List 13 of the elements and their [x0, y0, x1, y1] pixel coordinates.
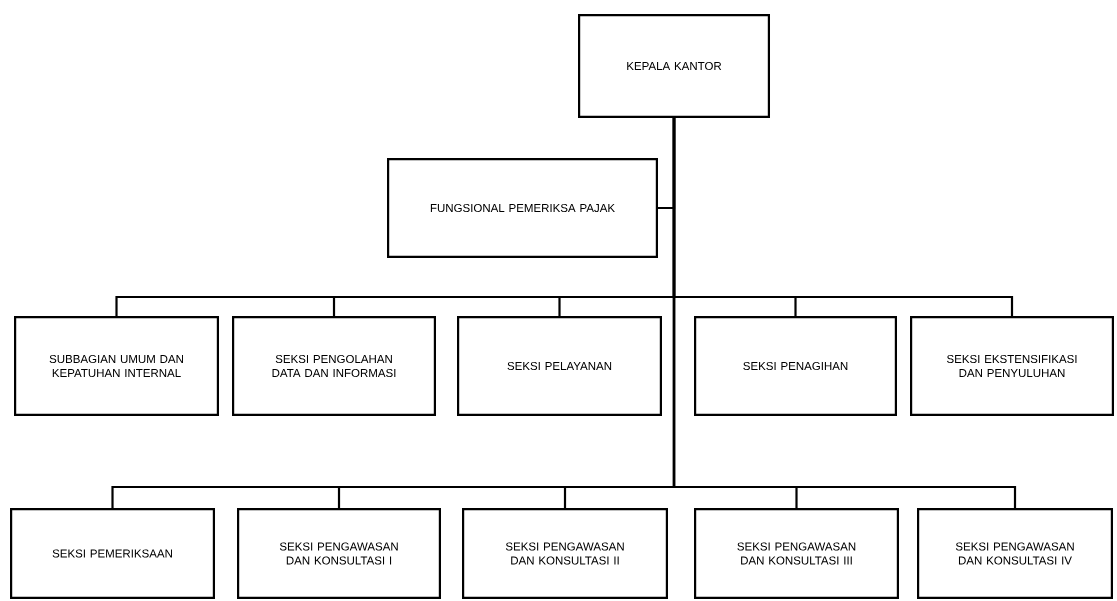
org-box: SEKSI PENGAWASAN DAN KONSULTASI I: [237, 508, 441, 599]
connector-line: [672, 118, 1017, 508]
org-box: FUNGSIONAL PEMERIKSA PAJAK: [387, 158, 658, 258]
org-box: SEKSI PENGAWASAN DAN KONSULTASI II: [462, 508, 668, 599]
org-box: SEKSI PENGAWASAN DAN KONSULTASI III: [694, 508, 899, 599]
org-box: SEKSI PEMERIKSAAN: [10, 508, 215, 599]
org-box: SEKSI PENAGIHAN: [694, 316, 897, 416]
org-box: SEKSI PELAYANAN: [457, 316, 662, 416]
org-box: SEKSI EKSTENSIFIKASI DAN PENYULUHAN: [910, 316, 1114, 416]
org-box: KEPALA KANTOR: [578, 14, 770, 118]
org-box: SEKSI PENGOLAHAN DATA DAN INFORMASI: [232, 316, 436, 416]
org-box: SEKSI PENGAWASAN DAN KONSULTASI IV: [917, 508, 1113, 599]
org-box: SUBBAGIAN UMUM DAN KEPATUHAN INTERNAL: [14, 316, 219, 416]
